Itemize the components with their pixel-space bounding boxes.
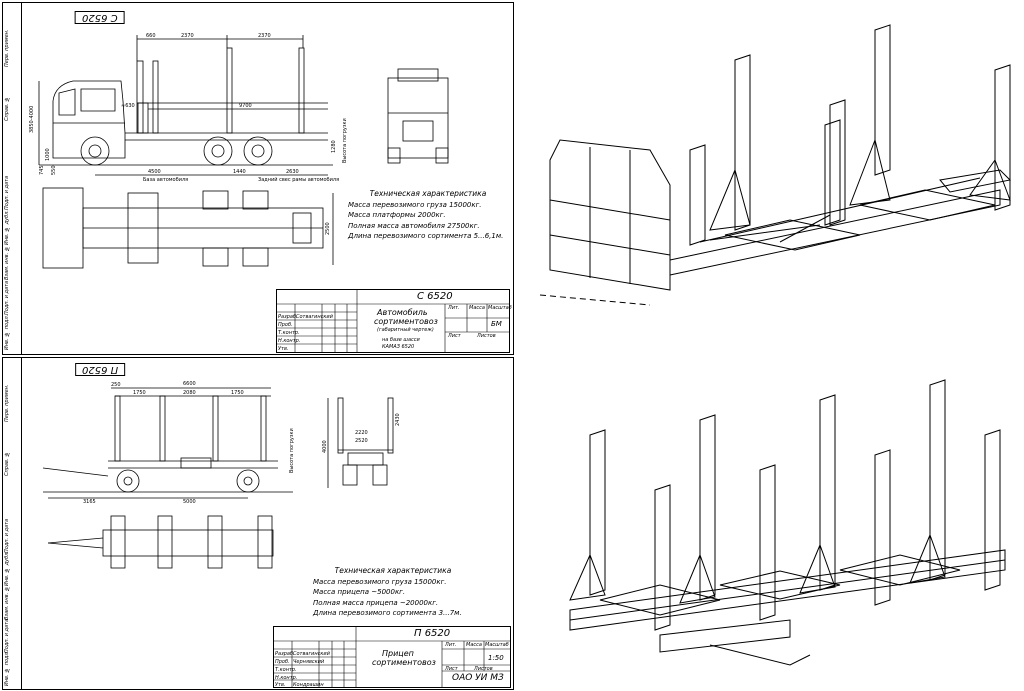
dim-label: 2080 <box>183 390 196 396</box>
trailer-side-view: 250 1750 2080 1750 6600 3165 5000 Высота… <box>42 381 401 569</box>
drawing-code: C 6520 <box>417 291 453 302</box>
stamp-mass: Масса <box>469 305 485 311</box>
dim-label: 1750 <box>231 390 244 396</box>
stamp-subtitle: на базе шасси <box>382 337 420 343</box>
stamp-row-label: Т.контр. <box>275 667 297 673</box>
trailer-drawing-sheet: Перв. примен. Справ. № Подп. и дата Инв.… <box>2 357 514 690</box>
stamp-scale: Масштаб <box>485 642 509 648</box>
stamp-row-label: Разраб. <box>275 651 295 657</box>
dim-note: Задний свес рамы автомобиля <box>258 176 339 183</box>
stamp-scale-value: 1:50 <box>488 654 504 662</box>
dim-label: 9700 <box>239 103 252 109</box>
stamp-title: сортиментовоз <box>372 658 436 667</box>
stamp-row-label: Утв. <box>275 682 286 688</box>
sheet-side-strip: Перв. примен. Справ. № Подп. и дата Инв.… <box>3 3 22 354</box>
dim-note: Высота погрузки <box>289 428 295 473</box>
stamp-sheets: Листов <box>477 333 496 339</box>
dim-label: 1000 <box>45 148 51 161</box>
spec-heading: Техническая характеристика <box>334 566 452 575</box>
truck-side-view: 660 2370 2370 ≈630 9700 4500 1440 2630 Б… <box>29 33 449 269</box>
dim-label: 2520 <box>355 438 368 444</box>
spec-line: Длина перевозимого сортимента 5...6,1м. <box>348 232 504 240</box>
dim-label: 6600 <box>183 381 196 387</box>
dim-label: 3165 <box>83 499 96 505</box>
spec-line: Длина перевозимого сортимента 3...7м. <box>313 609 462 617</box>
dim-label: 2220 <box>355 430 368 436</box>
stamp-row-label: Проб. <box>275 659 290 665</box>
dim-label: 2430 <box>395 413 401 426</box>
dim-note: Высота погрузки <box>342 118 348 163</box>
stamp-scale: Масштаб <box>488 305 512 311</box>
stamp-title: (габаритный чертеж) <box>377 327 434 333</box>
dim-label: 1280 <box>331 140 337 153</box>
dim-label: ≈630 <box>121 103 135 109</box>
stamp-row-label: Н.контр. <box>275 675 298 681</box>
dim-label: 4000 <box>322 440 328 453</box>
dim-label: 660 <box>146 33 156 39</box>
title-block: C 6520 Разраб. Проб. Т.контр. Н.контр. У… <box>276 289 512 353</box>
stamp-title: сортиментовоз <box>374 317 438 326</box>
stamp-row-label: Утв. <box>278 346 289 352</box>
spec-line: Полная масса прицепа ~20000кг. <box>313 598 439 607</box>
spec-block: Техническая характеристика Масса перевоз… <box>348 189 508 242</box>
dim-label: 2370 <box>181 33 194 39</box>
stamp-row-label: Т.контр. <box>278 330 300 336</box>
stamp-row-label: Проб. <box>278 322 293 328</box>
spec-line: Масса перевозимого груза 15000кг. <box>348 200 482 209</box>
stamp-sheet: Лист <box>445 666 458 672</box>
title-block: П 6520 Разраб. Проб. Т.контр. Н.контр. У… <box>273 626 511 688</box>
dim-label: 250 <box>111 382 121 388</box>
dim-label: 3850-4000 <box>29 106 35 133</box>
dim-label: 4500 <box>148 169 161 175</box>
stamp-org: ОАО УИ МЗ <box>452 673 504 683</box>
dim-label: 5000 <box>183 499 196 505</box>
stamp-scale-value: БМ <box>491 320 502 328</box>
stamp-row-label: Разраб. <box>278 314 298 320</box>
stamp-sheet: Лист <box>448 333 461 339</box>
truck-platform-3d-view <box>539 24 1012 306</box>
stamp-author: Сотвагинский <box>296 314 333 320</box>
stamp-subtitle: КАМАЗ 6520 <box>382 344 415 350</box>
stamp-lit: Лит. <box>445 642 457 648</box>
stamp-row-label: Н.контр. <box>278 338 301 344</box>
dim-label: 745 <box>39 165 45 175</box>
dim-label: 1440 <box>233 169 246 175</box>
dim-label: 2370 <box>258 33 271 39</box>
stamp-title: Прицеп <box>382 649 414 658</box>
dim-label: 2500 <box>325 222 331 235</box>
stamp-checker: Чернявский <box>293 659 325 665</box>
spec-block: Техническая характеристика Масса перевоз… <box>313 566 473 619</box>
spec-heading: Техническая характеристика <box>369 189 487 198</box>
stamp-lit: Лит. <box>448 305 460 311</box>
dim-label: 550 <box>51 165 57 175</box>
spec-line: Полная масса автомобиля 27500кг. <box>348 221 480 230</box>
spec-line: Масса платформы 2000кг. <box>348 211 446 219</box>
stamp-approver: Кондрашин <box>293 682 324 688</box>
stamp-sheets: Листов <box>474 666 493 672</box>
dim-label: 2630 <box>286 169 299 175</box>
sheet-side-strip: Перв. примен. Справ. № Подп. и дата Инв.… <box>3 358 22 689</box>
trailer-platform-3d-view <box>569 379 1006 666</box>
spec-line: Масса перевозимого груза 15000кг. <box>313 577 447 586</box>
dim-note: База автомобиля <box>143 177 188 183</box>
dim-label: 1750 <box>133 390 146 396</box>
truck-drawing-sheet: Перв. примен. Справ. № Подп. и дата Инв.… <box>2 2 514 355</box>
stamp-mass: Масса <box>466 642 482 648</box>
stamp-author: Сотвагинский <box>293 651 330 657</box>
stamp-title: Автомобиль <box>377 308 428 317</box>
drawing-code: П 6520 <box>414 628 451 639</box>
spec-line: Масса прицепа ~5000кг. <box>313 588 406 596</box>
